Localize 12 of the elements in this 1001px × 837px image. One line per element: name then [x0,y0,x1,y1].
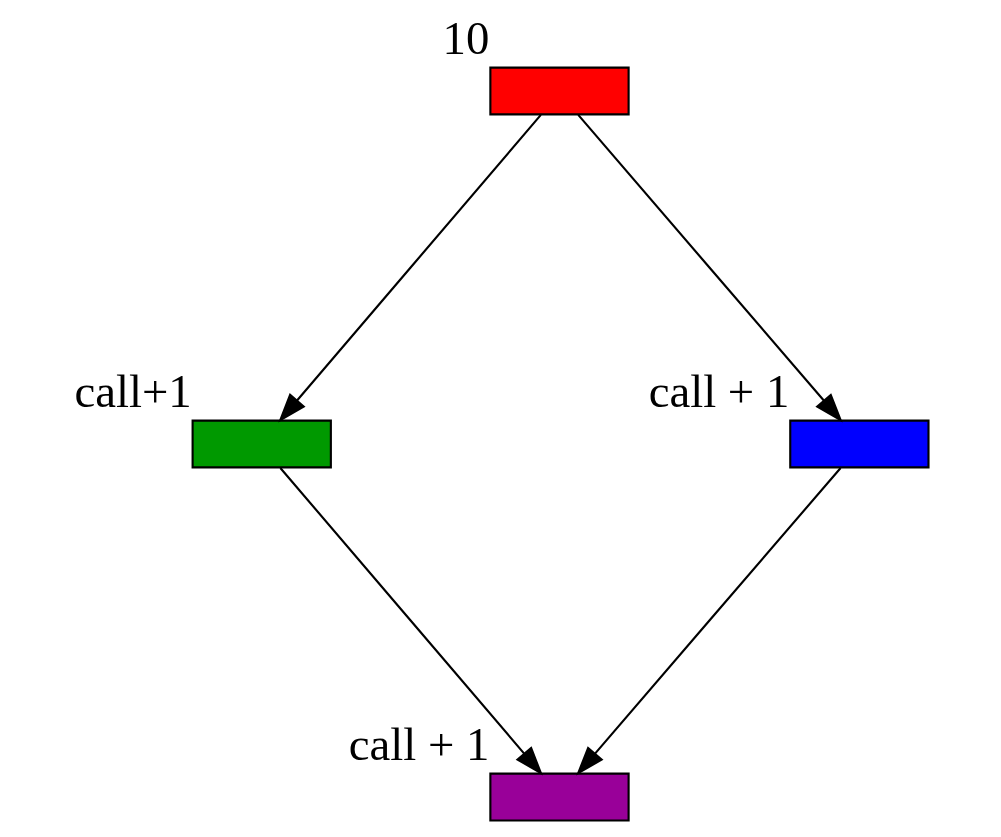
arrow [576,114,843,423]
arrow [279,467,543,776]
node-label: call + 1 [348,718,489,771]
arrow [575,467,841,776]
arrow [277,114,542,423]
node-box [788,419,930,469]
node-label: call + 1 [648,365,789,418]
node-box [191,419,332,469]
node-label: call+1 [73,365,192,418]
node-box [488,772,630,822]
node-box [488,66,630,116]
node-label: 10 [442,11,489,64]
